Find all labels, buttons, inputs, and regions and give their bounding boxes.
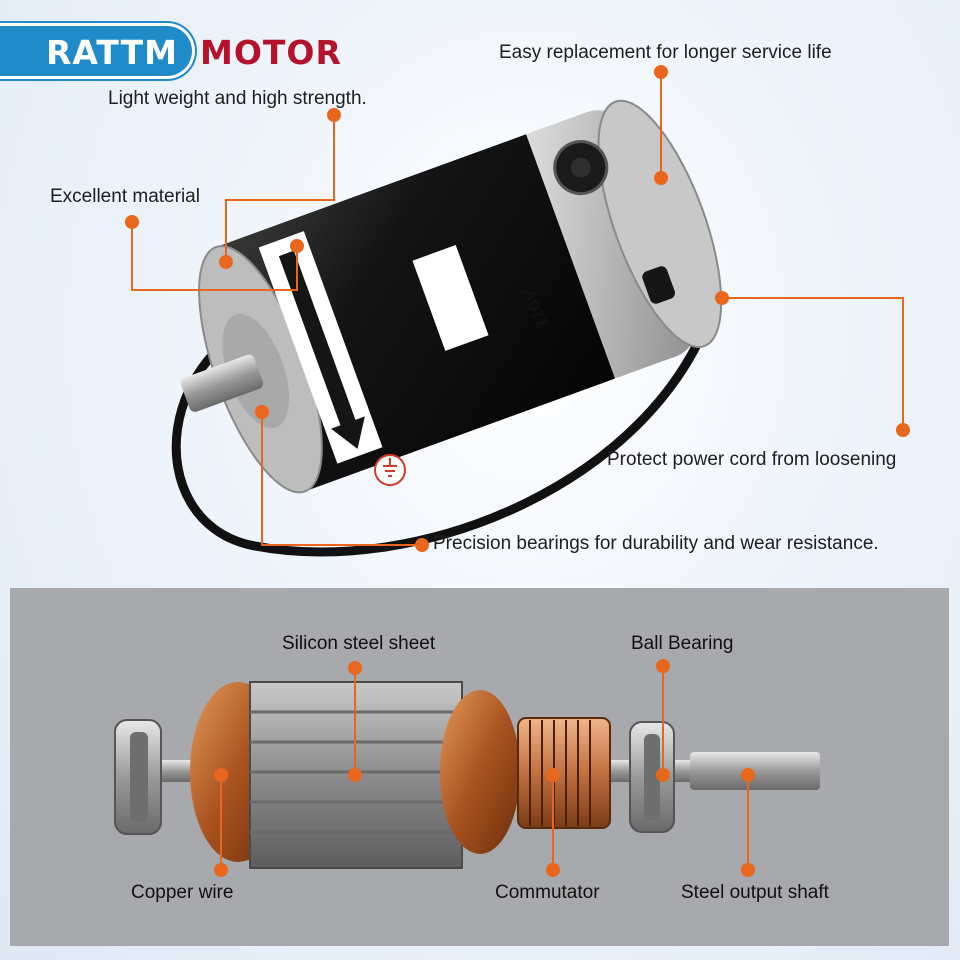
callout-line-material (131, 222, 298, 291)
brand-name: RATTM (46, 33, 179, 72)
callout-material: Excellent material (50, 186, 200, 207)
callout-line-bearings (261, 412, 422, 546)
cord-gland (642, 266, 675, 304)
label-steel-shaft: Steel output shaft (681, 882, 829, 903)
output-shaft (690, 752, 820, 790)
motor-shaft (180, 354, 264, 412)
rotation-arrow (278, 250, 365, 449)
commutator-drum (517, 717, 611, 829)
callout-bearings: Precision bearings for durability and we… (433, 533, 879, 554)
label-commutator: Commutator (495, 882, 600, 903)
callout-cord: Protect power cord from loosening (607, 449, 897, 470)
motor-body (180, 99, 723, 494)
callout-line-cord (722, 297, 904, 430)
brand-suffix: MOTOR (200, 33, 342, 72)
label-ball-bearing: Ball Bearing (631, 633, 734, 654)
label-silicon-steel: Silicon steel sheet (282, 633, 436, 654)
brand-logo-badge (0, 26, 192, 76)
callout-line-lightweight (225, 115, 335, 262)
copper-winding-right (440, 690, 520, 854)
voltage-sticker (412, 244, 489, 351)
callout-replacement: Easy replacement for longer service life (499, 42, 832, 63)
label-copper-wire: Copper wire (131, 882, 234, 903)
callout-lightweight: Light weight and high strength. (108, 88, 367, 109)
